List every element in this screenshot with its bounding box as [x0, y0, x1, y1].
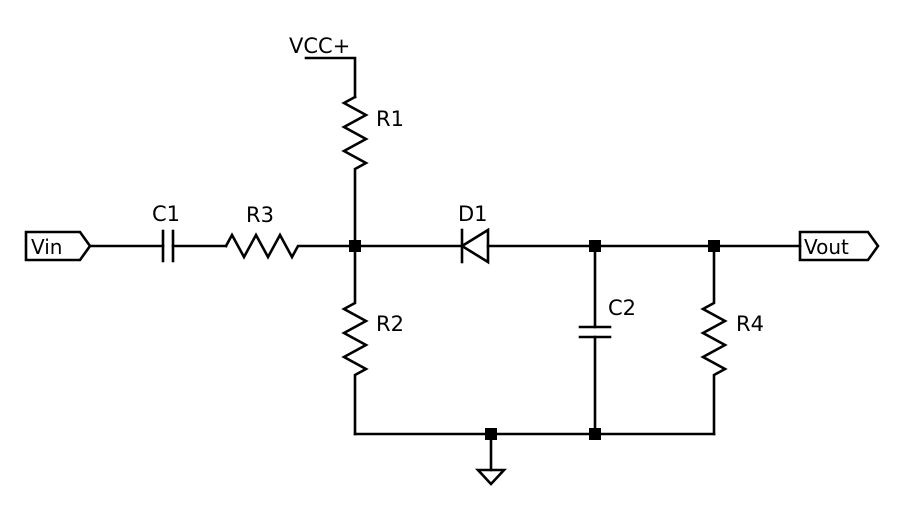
junction-node-c2-top — [589, 240, 601, 252]
vcc-supply: VCC+ — [289, 34, 357, 99]
capacitor-c2: C2 — [578, 244, 636, 436]
resistor-r3: R3 — [224, 203, 357, 260]
junction-node-c2-bottom — [589, 428, 601, 440]
d1-label: D1 — [458, 202, 488, 226]
r1-label: R1 — [376, 107, 404, 131]
junction-node-r4-top — [708, 240, 720, 252]
c1-label: C1 — [152, 202, 180, 226]
junction-node-r1-r2 — [349, 240, 361, 252]
r3-label: R3 — [246, 203, 274, 227]
c2-label: C2 — [608, 296, 636, 320]
junction-node-ground — [485, 428, 497, 440]
resistor-r4: R4 — [700, 244, 764, 436]
r4-label: R4 — [736, 312, 764, 336]
vin-port: Vin — [24, 230, 92, 262]
vout-port-label: Vout — [804, 235, 849, 259]
vout-port: Vout — [798, 230, 880, 262]
ground-symbol — [475, 432, 507, 486]
capacitor-c1: C1 — [152, 202, 180, 263]
vcc-label: VCC+ — [289, 34, 350, 58]
resistor-r2: R2 — [341, 243, 404, 436]
diode-d1: D1 — [458, 202, 490, 265]
r2-label: R2 — [376, 312, 404, 336]
resistor-r1: R1 — [341, 95, 404, 247]
vin-port-label: Vin — [31, 235, 62, 259]
